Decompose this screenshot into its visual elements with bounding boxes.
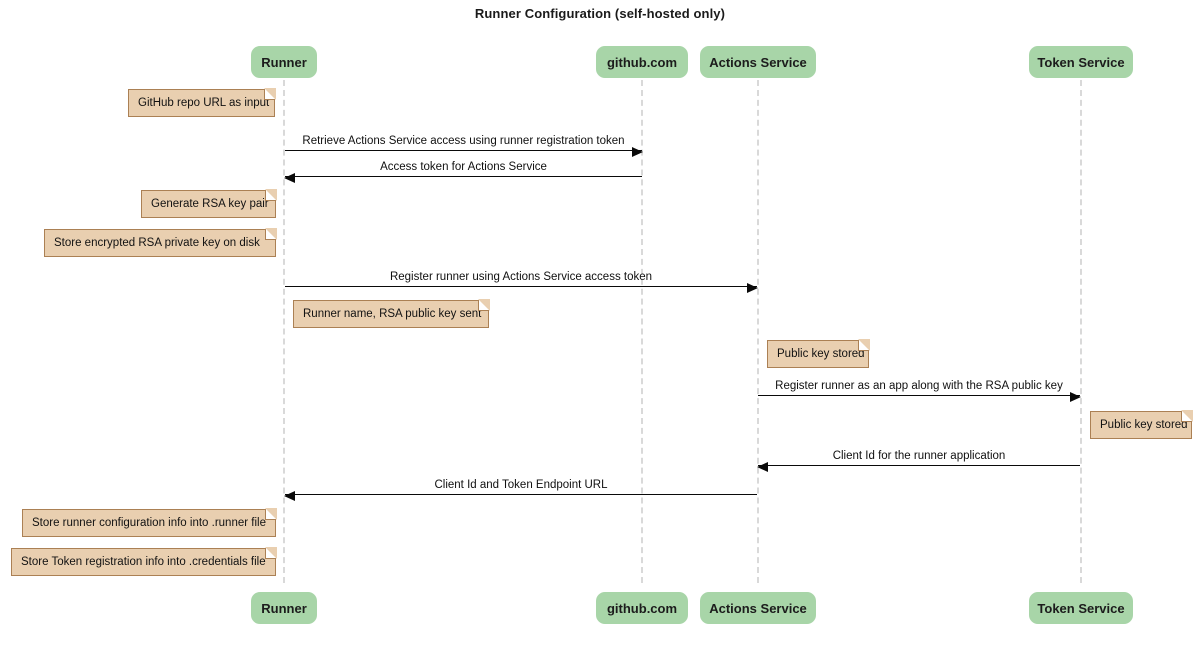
- note-fold-corner-icon: [1181, 410, 1193, 422]
- page-title: Runner Configuration (self-hosted only): [474, 6, 726, 21]
- lifeline-runner: [283, 80, 285, 583]
- message-label: Access token for Actions Service: [380, 161, 547, 173]
- note-fold-corner-icon: [478, 299, 490, 311]
- message-line: [285, 150, 642, 151]
- note-label: Runner name, RSA public key sent: [303, 308, 482, 320]
- note-pubkey-stored-token[interactable]: Public key stored: [1090, 410, 1193, 439]
- message-line: [758, 395, 1080, 396]
- participant-label: github.com: [606, 54, 678, 70]
- participant-label: github.com: [606, 600, 678, 616]
- arrowhead-right-icon: [632, 146, 643, 157]
- participant-label: Actions Service: [709, 600, 807, 616]
- participant-runner-bottom[interactable]: Runner: [251, 592, 317, 624]
- message-line: [758, 465, 1080, 466]
- participant-token-top[interactable]: Token Service: [1029, 46, 1133, 78]
- participant-github-top[interactable]: github.com: [596, 46, 688, 78]
- note-label: Store Token registration info into .cred…: [21, 556, 266, 568]
- message-label: Register runner as an app along with the…: [775, 380, 1063, 392]
- participant-label: Token Service: [1037, 600, 1125, 616]
- note-pubkey-stored-actions[interactable]: Public key stored: [767, 339, 870, 368]
- note-runner-name-pubkey[interactable]: Runner name, RSA public key sent: [293, 299, 490, 328]
- message-line: [285, 176, 642, 177]
- note-fold-corner-icon: [264, 88, 276, 100]
- note-github-repo-url[interactable]: GitHub repo URL as input: [128, 88, 276, 117]
- note-label: GitHub repo URL as input: [138, 97, 270, 109]
- note-store-token-reg[interactable]: Store Token registration info into .cred…: [11, 547, 277, 576]
- participant-github-bottom[interactable]: github.com: [596, 592, 688, 624]
- message-label: Client Id and Token Endpoint URL: [434, 479, 608, 491]
- message-label: Retrieve Actions Service access using ru…: [302, 135, 625, 147]
- msg-client-id[interactable]: Client Id for the runner application: [757, 444, 1080, 472]
- participant-actions-top[interactable]: Actions Service: [700, 46, 816, 78]
- arrowhead-left-icon: [284, 490, 295, 501]
- msg-register-runner-as-app[interactable]: Register runner as an app along with the…: [758, 374, 1081, 402]
- note-fold-corner-icon: [265, 189, 277, 201]
- lifeline-actions: [757, 80, 759, 583]
- arrowhead-left-icon: [757, 461, 768, 472]
- msg-register-runner[interactable]: Register runner using Actions Service ac…: [285, 265, 758, 293]
- note-label: Public key stored: [1100, 419, 1188, 431]
- note-generate-rsa[interactable]: Generate RSA key pair: [141, 189, 277, 218]
- participant-label: Actions Service: [709, 54, 807, 70]
- arrowhead-right-icon: [747, 282, 758, 293]
- participant-label: Token Service: [1037, 54, 1125, 70]
- message-line: [285, 286, 757, 287]
- participant-token-bottom[interactable]: Token Service: [1029, 592, 1133, 624]
- arrowhead-left-icon: [284, 172, 295, 183]
- message-line: [285, 494, 757, 495]
- note-label: Generate RSA key pair: [151, 198, 269, 210]
- note-fold-corner-icon: [265, 508, 277, 520]
- msg-retrieve-actions-access[interactable]: Retrieve Actions Service access using ru…: [285, 129, 643, 157]
- participant-label: Runner: [261, 600, 307, 616]
- note-fold-corner-icon: [265, 547, 277, 559]
- lifeline-github: [641, 80, 643, 583]
- participant-actions-bottom[interactable]: Actions Service: [700, 592, 816, 624]
- msg-client-id-token-endpoint[interactable]: Client Id and Token Endpoint URL: [284, 473, 757, 501]
- participant-label: Runner: [261, 54, 307, 70]
- note-label: Public key stored: [777, 348, 865, 360]
- message-label: Register runner using Actions Service ac…: [389, 271, 653, 283]
- note-fold-corner-icon: [265, 228, 277, 240]
- note-label: Store runner configuration info into .ru…: [32, 517, 266, 529]
- note-fold-corner-icon: [858, 339, 870, 351]
- message-label: Client Id for the runner application: [832, 450, 1006, 462]
- participant-runner-top[interactable]: Runner: [251, 46, 317, 78]
- note-store-runner-config[interactable]: Store runner configuration info into .ru…: [22, 508, 277, 537]
- arrowhead-right-icon: [1070, 391, 1081, 402]
- msg-access-token[interactable]: Access token for Actions Service: [284, 155, 642, 183]
- lifeline-token: [1080, 80, 1082, 583]
- note-label: Store encrypted RSA private key on disk: [54, 237, 260, 249]
- note-store-private-key[interactable]: Store encrypted RSA private key on disk: [44, 228, 277, 257]
